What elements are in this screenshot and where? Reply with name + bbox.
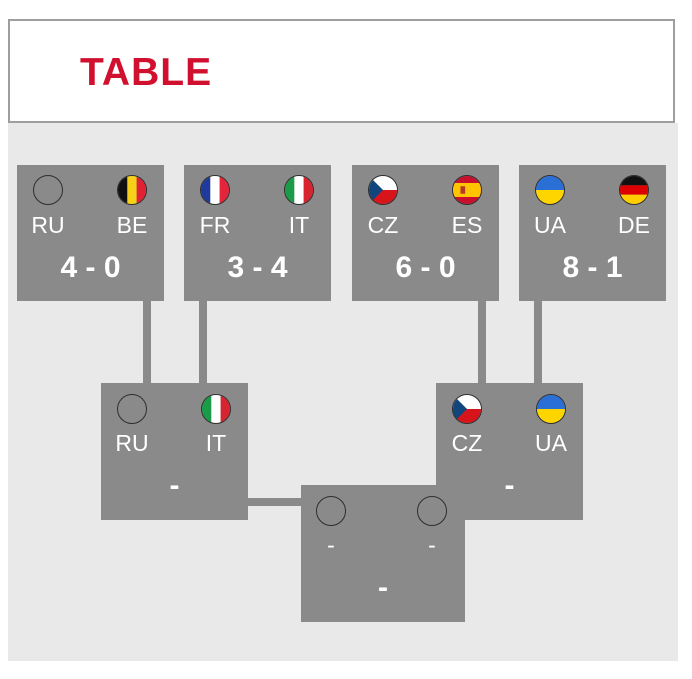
connector-qf2-sf1 (199, 300, 207, 384)
ukraine-flag-icon (535, 175, 565, 205)
team-code-home: CZ (451, 430, 483, 456)
empty-flag-icon (33, 175, 63, 205)
france-flag-icon (200, 175, 230, 205)
match-card-sf1[interactable]: RU IT - (101, 383, 248, 520)
team-code-home: UA (534, 212, 566, 238)
team-code-away: IT (288, 212, 310, 238)
team-code-away: DE (618, 212, 650, 238)
connector-qf3-sf2 (478, 300, 486, 384)
empty-flag-icon (316, 496, 346, 526)
match-score: 6 - 0 (395, 251, 456, 284)
empty-flag-icon (417, 496, 447, 526)
ukraine-flag-icon (536, 394, 566, 424)
match-score: 8 - 1 (562, 251, 623, 284)
match-score: - (169, 469, 180, 502)
team-code-home: RU (115, 430, 149, 456)
match-card-qf1[interactable]: RU BE 4 - 0 (17, 165, 164, 301)
header: TABLE (8, 19, 675, 123)
italy-flag-icon (201, 394, 231, 424)
team-code-home: CZ (367, 212, 399, 238)
match-card-final[interactable]: - - - (301, 485, 465, 622)
italy-flag-icon (284, 175, 314, 205)
belgium-flag-icon (117, 175, 147, 205)
germany-flag-icon (619, 175, 649, 205)
connector-qf4-sf2 (534, 300, 542, 384)
connector-sf1-final (246, 498, 302, 506)
team-code-home: - (327, 532, 335, 558)
match-card-qf4[interactable]: UA DE 8 - 1 (519, 165, 666, 301)
match-card-qf2[interactable]: FR IT 3 - 4 (184, 165, 331, 301)
page-title: TABLE (80, 51, 213, 94)
match-score: - (504, 469, 515, 502)
team-code-away: IT (205, 430, 227, 456)
team-code-home: FR (199, 212, 231, 238)
team-code-away: UA (535, 430, 567, 456)
match-score: 4 - 0 (60, 251, 121, 284)
connector-qf1-sf1 (143, 300, 151, 384)
czech-flag-icon (452, 394, 482, 424)
spain-flag-icon (452, 175, 482, 205)
team-code-away: - (428, 532, 436, 558)
czech-flag-icon (368, 175, 398, 205)
empty-flag-icon (117, 394, 147, 424)
match-card-qf3[interactable]: CZ ES 6 - 0 (352, 165, 499, 301)
match-score: 3 - 4 (227, 251, 288, 284)
team-code-away: BE (116, 212, 148, 238)
team-code-home: RU (31, 212, 65, 238)
match-score: - (378, 571, 388, 604)
team-code-away: ES (451, 212, 483, 238)
